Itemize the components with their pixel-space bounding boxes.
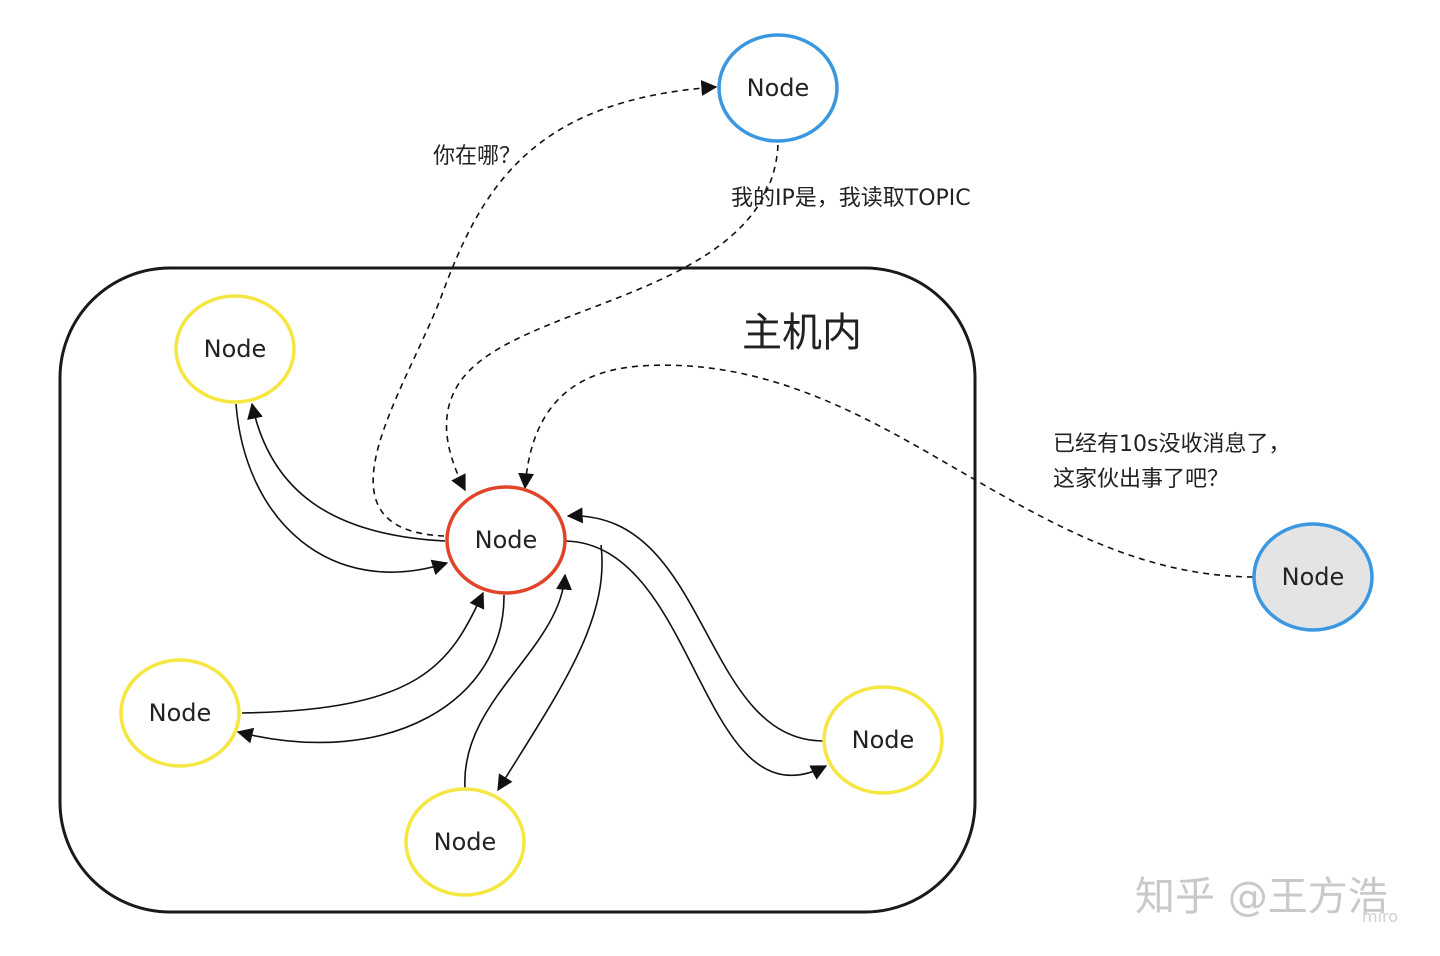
top-left-node-label: Node [204,335,267,363]
top-left-node: Node [174,294,296,404]
note-where-are-you: 你在哪？ [433,144,521,169]
watermark-small: miro [1362,907,1398,926]
bottom-node: Node [404,787,526,897]
host-container [58,266,977,914]
left-node: Node [119,658,241,768]
right-node: Node [822,685,944,795]
edge-center-to-remote-dashed [372,80,718,537]
watermark: 知乎 @王方浩 [1135,874,1388,920]
edge-center-to-left [236,594,505,744]
edge-offline-to-center-dashed [518,364,1254,578]
edge-bottom-to-center [464,573,572,789]
edge-center-to-bottom [497,544,603,792]
right-node-label: Node [852,726,915,754]
center-node-label: Node [475,526,538,554]
offline-node-label: Node [1282,563,1345,591]
note-my-ip: 我的IP是，我读取TOPIC [731,186,971,211]
host-title: 主机内 [742,310,862,356]
edge-left-to-center [241,591,485,714]
remote-node-label: Node [747,74,810,102]
center-node: Node [445,485,567,595]
edge-topleft-to-center [235,403,449,576]
bottom-node-label: Node [434,828,497,856]
edge-center-to-right [565,540,828,780]
edge-center-to-topleft [247,402,446,542]
left-node-label: Node [149,699,212,727]
offline-node: Node [1252,522,1374,632]
edge-right-to-center [566,507,824,742]
note-no-message-line1: 已经有10s没收消息了， [1053,432,1290,457]
edge-remote-to-center-dashed [445,144,779,492]
remote-node: Node [717,33,839,143]
note-no-message-line2: 这家伙出事了吧？ [1053,467,1229,492]
